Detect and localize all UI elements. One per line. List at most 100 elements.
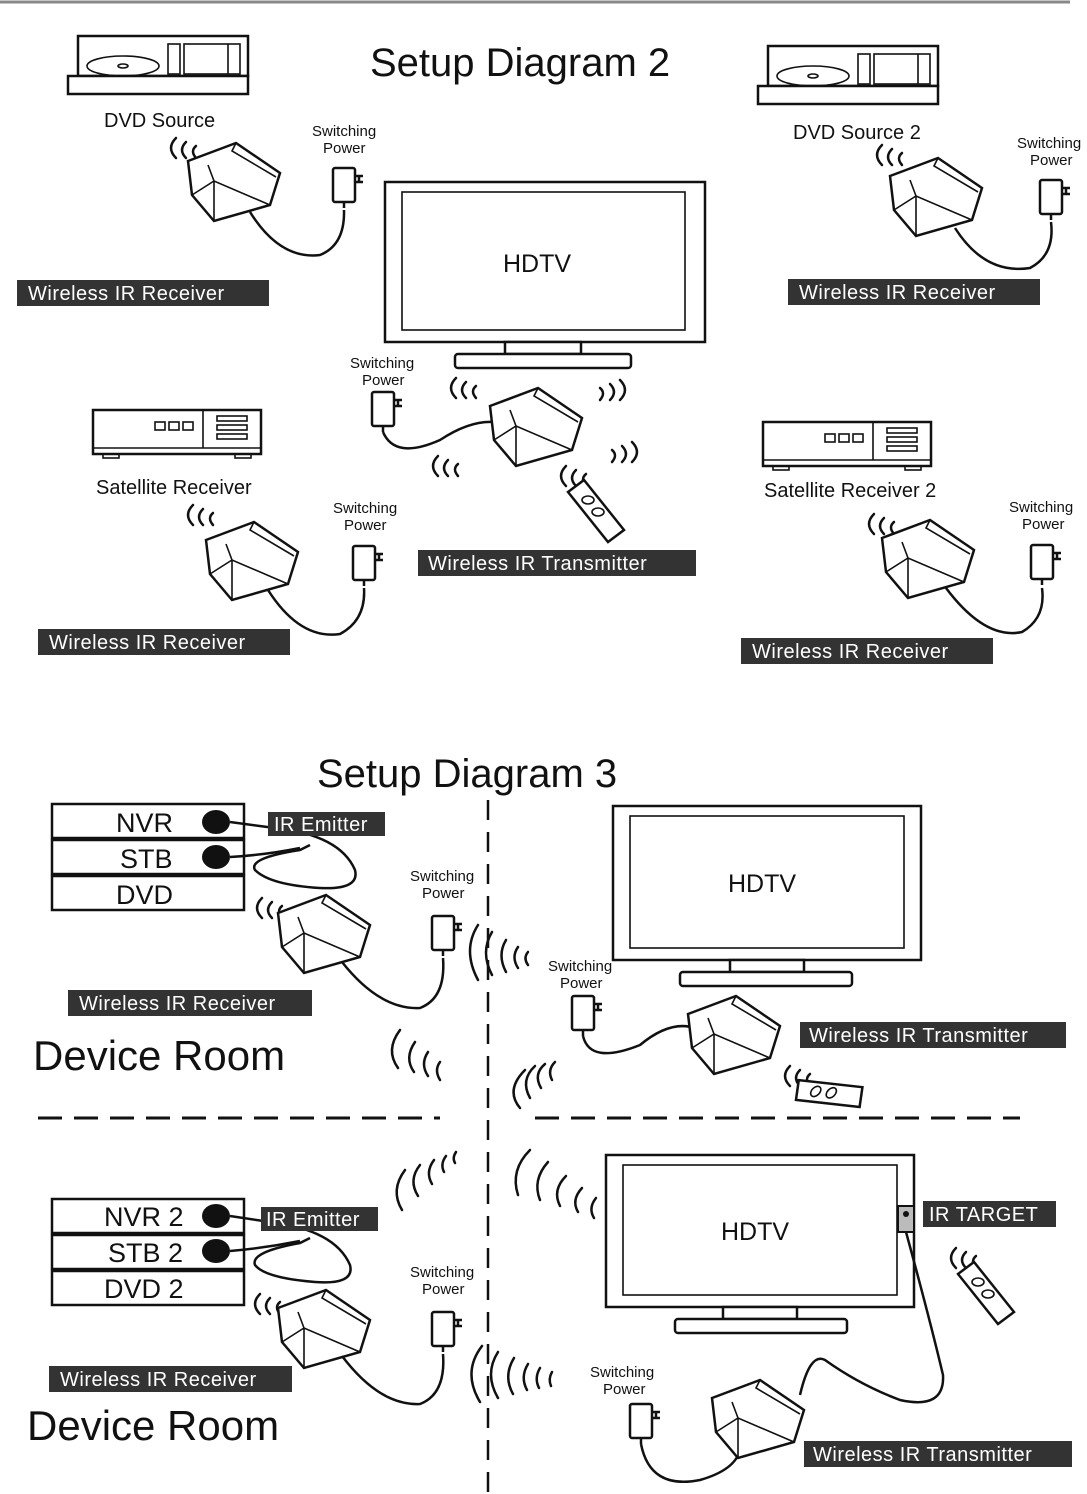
ir-wave-icon (390, 1028, 442, 1082)
dvd-player-icon (756, 44, 940, 106)
remote-control-icon (786, 1050, 873, 1137)
power-cable (266, 587, 366, 636)
power-adapter-icon (628, 1402, 662, 1446)
switching-power-label-2: Power (422, 885, 465, 902)
wireless-ir-transmitter-label: Wireless IR Transmitter (428, 553, 647, 575)
ir-emitter-icon (202, 1204, 230, 1228)
receiver-label-bg (68, 990, 312, 1016)
switching-power-label: Switching (410, 1264, 474, 1281)
switching-power-label-2: Power (422, 1281, 465, 1298)
ir-receiver-icon (276, 1288, 372, 1370)
ir-wave-icon (186, 503, 215, 527)
emitter-label-bg (261, 1207, 378, 1231)
hdtv-label: HDTV (503, 250, 571, 278)
satellite-receiver-icon (91, 408, 263, 460)
dvd-player-icon (66, 34, 250, 96)
power-cable (341, 957, 445, 1010)
device-room-label: Device Room (27, 1402, 279, 1449)
switching-power-label: Switching (1017, 135, 1081, 152)
hdtv-label: HDTV (728, 870, 796, 898)
wireless-ir-receiver-label: Wireless IR Receiver (60, 1369, 257, 1391)
ir-target-dot (903, 1211, 909, 1217)
power-cable (581, 1024, 696, 1055)
satellite-receiver-label: Satellite Receiver (96, 477, 252, 499)
switching-power-label: Switching (333, 500, 397, 517)
ir-emitter-icon (202, 810, 230, 834)
ir-wave-icon (470, 1344, 554, 1404)
rack-item-nvr: NVR (116, 808, 173, 838)
satellite-receiver-icon (761, 420, 933, 472)
switching-power-label-2: Power (1030, 152, 1073, 169)
ir-receiver-icon (204, 520, 300, 602)
wireless-ir-receiver-label: Wireless IR Receiver (752, 641, 949, 663)
device-room-label: Device Room (33, 1032, 285, 1079)
ir-target-label-bg (923, 1201, 1056, 1227)
power-adapter-icon (351, 544, 385, 588)
ir-wave-icon (253, 1292, 282, 1316)
wireless-ir-transmitter-label: Wireless IR Transmitter (813, 1444, 1032, 1466)
ir-emitter-label: IR Emitter (274, 814, 368, 836)
target-cable (798, 1231, 945, 1404)
ir-receiver-icon (880, 518, 976, 600)
power-cable (248, 209, 346, 257)
wireless-ir-receiver-label: Wireless IR Receiver (49, 632, 246, 654)
ir-emitter-icon (202, 1239, 230, 1263)
receiver-label-bg (788, 279, 1040, 305)
remote-control-icon (956, 1260, 1016, 1326)
switching-power-label-2: Power (362, 372, 405, 389)
ir-wave-icon (512, 1060, 557, 1110)
power-adapter-icon (430, 1310, 464, 1354)
switching-power-label-2: Power (323, 140, 366, 157)
rack-item-stb-2: STB 2 (108, 1238, 183, 1268)
rack-item-dvd-2: DVD 2 (104, 1274, 184, 1304)
rack-item-dvd: DVD (116, 880, 173, 910)
switching-power-label: Switching (410, 868, 474, 885)
receiver-label-bg (741, 638, 993, 664)
power-cable (381, 420, 496, 450)
power-adapter-icon (570, 994, 604, 1038)
ir-wave-icon (395, 1150, 458, 1212)
ir-wave-icon (867, 512, 896, 536)
emitter-cable (229, 1214, 352, 1284)
switching-power-label-2: Power (1022, 516, 1065, 533)
hdtv-label: HDTV (721, 1218, 789, 1246)
wireless-ir-receiver-label: Wireless IR Receiver (799, 282, 996, 304)
ir-emitter-label: IR Emitter (266, 1209, 360, 1231)
ir-target-label: IR TARGET (929, 1204, 1038, 1226)
receiver-label-bg (38, 629, 290, 655)
transmitter-label-bg (800, 1022, 1066, 1048)
receiver-label-bg (49, 1366, 292, 1392)
rack-item-nvr-2: NVR 2 (104, 1202, 184, 1232)
hdtv-icon (611, 804, 923, 988)
ir-wave-icon (431, 454, 460, 478)
wireless-ir-transmitter-label: Wireless IR Transmitter (809, 1025, 1028, 1047)
emitter-label-bg (268, 812, 385, 836)
satellite-receiver-2-label: Satellite Receiver 2 (764, 480, 936, 502)
power-cable (945, 587, 1044, 635)
power-adapter-icon (370, 390, 404, 434)
dvd-source-2-label: DVD Source 2 (793, 122, 921, 144)
dvd-source-label: DVD Source (104, 110, 215, 132)
power-cable (639, 1443, 742, 1484)
wireless-ir-receiver-label: Wireless IR Receiver (28, 283, 225, 305)
remote-control-icon (566, 478, 626, 544)
ir-transmitter-icon (686, 994, 782, 1076)
ir-wave-icon (598, 378, 627, 402)
emitter-cable (229, 846, 301, 859)
ir-transmitter-icon (710, 1378, 806, 1460)
ir-transmitter-icon (488, 386, 584, 468)
transmitter-label-bg (804, 1441, 1072, 1467)
ir-wave-icon (610, 440, 639, 464)
power-adapter-icon (430, 914, 464, 958)
ir-wave-icon (875, 143, 904, 167)
ir-target-icon (897, 1205, 915, 1233)
ir-emitter-icon (202, 845, 230, 869)
switching-power-label-2: Power (344, 517, 387, 534)
diagram3-title: Setup Diagram 3 (317, 752, 617, 796)
hdtv-icon (383, 180, 707, 370)
ir-wave-icon (449, 376, 478, 400)
switching-power-label: Switching (1009, 499, 1073, 516)
switching-power-label-2: Power (560, 975, 603, 992)
power-adapter-icon (1029, 543, 1063, 587)
